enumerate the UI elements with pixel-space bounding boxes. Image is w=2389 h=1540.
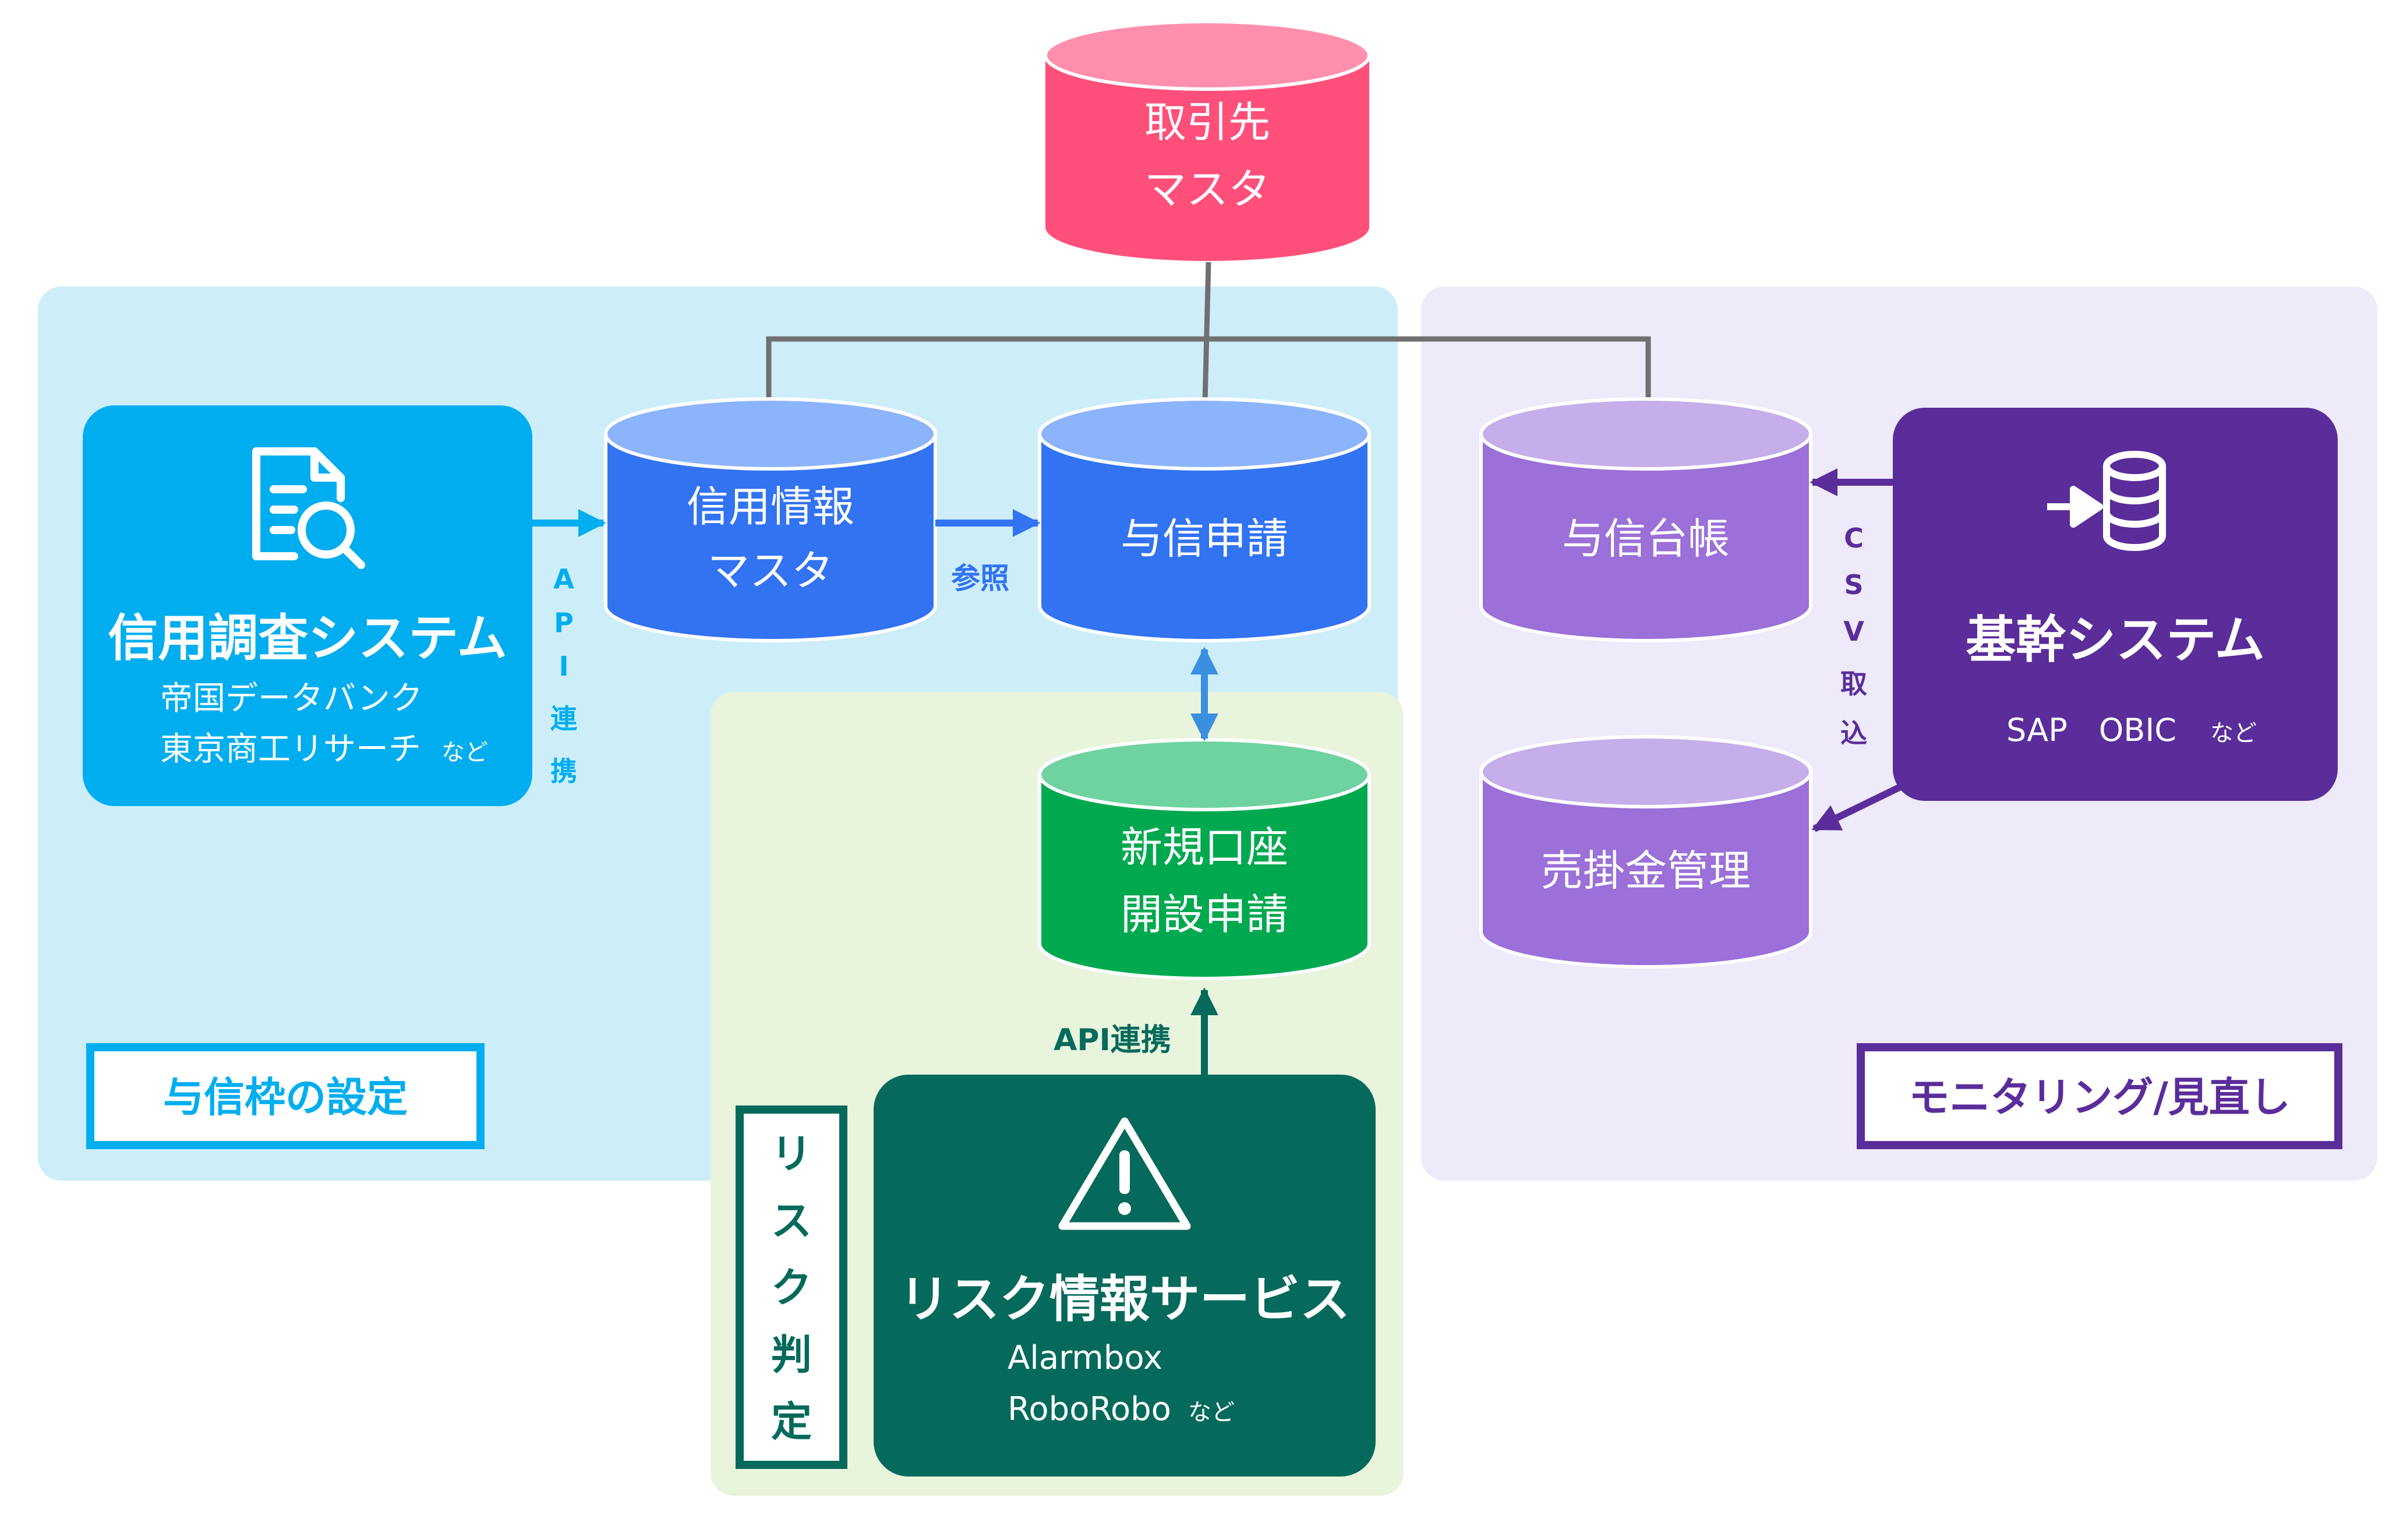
risk-v-char-3: 判: [771, 1331, 812, 1379]
risk-api-label: API連携: [1054, 1023, 1171, 1058]
urikakekin-cylinder: 売掛金管理: [1479, 735, 1812, 969]
api-v-char-1: P: [554, 607, 574, 638]
core-system-box: 基幹システム SAP OBIC など: [1893, 408, 2338, 801]
credit-research-title: 信用調査システム: [108, 609, 507, 667]
master-link-lines: [766, 262, 1651, 405]
yoshin-daicho-label: 与信台帳: [1562, 514, 1730, 563]
csv-vertical-label: C S V 取 込: [1840, 522, 1867, 749]
yoshin-shinsei-cylinder: 与信申請: [1038, 397, 1371, 642]
zone-label-monitoring-text: モニタリング/見直し: [1909, 1073, 2291, 1121]
torihikisaki-line2: マスタ: [1144, 165, 1270, 214]
csv-to-receivables-arrow: [1811, 783, 1903, 832]
shinyo-joho-line2: マスタ: [708, 546, 833, 595]
risk-service-sub2-suffix: など: [1188, 1399, 1235, 1426]
api-v-char-4: 携: [550, 755, 577, 787]
document-search-icon: [252, 447, 365, 569]
api-v-char-0: A: [553, 563, 574, 595]
risk-v-char-2: ク: [771, 1264, 812, 1312]
database-import-icon: [2047, 451, 2166, 551]
zone-label-credit-limit-text: 与信枠の設定: [163, 1073, 408, 1121]
yoshin-daicho-cylinder: 与信台帳: [1479, 397, 1812, 642]
risk-service-sub1: Alarmbox: [1008, 1339, 1162, 1377]
csv-v-char-0: C: [1844, 522, 1864, 554]
credit-research-sub1: 帝国データバンク: [160, 680, 423, 718]
zone-label-risk: リ ス ク 判 定: [736, 1105, 847, 1469]
shinyo-joho-master-cylinder: 信用情報 マスタ: [604, 397, 937, 642]
reference-label: 参照: [951, 561, 1009, 595]
api-v-char-2: I: [559, 651, 568, 682]
risk-service-box: リスク情報サービス Alarmbox RoboRobo など: [874, 1075, 1376, 1477]
risk-v-char-1: ス: [771, 1197, 812, 1245]
csv-v-char-1: S: [1844, 569, 1863, 601]
urikakekin-label: 売掛金管理: [1541, 846, 1751, 895]
risk-v-char-0: リ: [771, 1130, 812, 1178]
shinki-koza-line2: 開設申請: [1121, 890, 1288, 939]
risk-service-title: リスク情報サービス: [899, 1270, 1350, 1329]
csv-v-char-2: V: [1843, 616, 1864, 647]
core-system-sub1: SAP OBIC: [2006, 712, 2176, 748]
api-v-char-3: 連: [550, 703, 578, 734]
zone-label-credit-limit: 与信枠の設定: [86, 1043, 485, 1149]
csv-v-char-3: 取: [1840, 668, 1867, 700]
credit-research-sub2: 東京商工リサーチ: [160, 730, 421, 768]
shinyo-joho-line1: 信用情報: [687, 482, 854, 531]
torihikisaki-master-cylinder: 取引先 マスタ: [1044, 20, 1371, 261]
yoshin-shinsei-label: 与信申請: [1121, 514, 1288, 563]
credit-research-system-box: 信用調査システム 帝国データバンク 東京商工リサーチ など: [83, 405, 532, 806]
torihikisaki-line1: 取引先: [1144, 98, 1270, 147]
risk-v-char-4: 定: [771, 1398, 812, 1446]
api-vertical-label: A P I 連 携: [550, 563, 578, 787]
zone-label-monitoring: モニタリング/見直し: [1857, 1043, 2342, 1149]
core-system-title: 基幹システム: [1966, 611, 2264, 669]
shinki-koza-cylinder: 新規口座 開設申請: [1038, 738, 1371, 980]
credit-research-sub2-suffix: など: [441, 739, 488, 766]
risk-service-sub2: RoboRobo: [1008, 1390, 1171, 1428]
csv-v-char-4: 込: [1840, 718, 1867, 749]
shinki-koza-line1: 新規口座: [1121, 823, 1288, 872]
warning-icon: [1058, 1117, 1191, 1230]
core-system-sub1-suffix: など: [2210, 720, 2257, 747]
